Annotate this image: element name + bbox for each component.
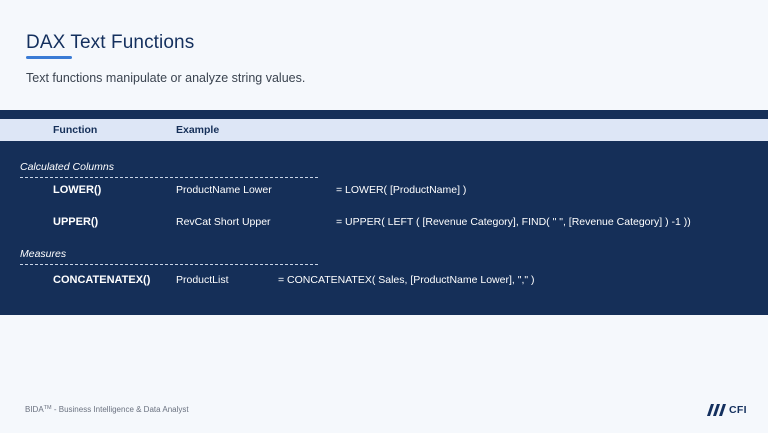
function-lower: LOWER() (53, 184, 102, 196)
section-divider (20, 264, 318, 265)
trademark-mark: TM (43, 405, 52, 411)
footer-caption: - Business Intelligence & Data Analyst (51, 405, 189, 414)
table-header-row: Function Example (0, 119, 768, 141)
slide-title: DAX Text Functions (26, 32, 195, 53)
measure-name: ProductList (176, 274, 229, 286)
footer-text: BIDATM - Business Intelligence & Data An… (25, 405, 189, 414)
footer-brand: BIDA (25, 405, 44, 414)
header-example: Example (176, 124, 220, 136)
cfi-logo: CFI (707, 403, 747, 417)
column-name: RevCat Short Upper (176, 216, 271, 228)
formula: = CONCATENATEX( Sales, [ProductName Lowe… (278, 274, 535, 286)
section-divider (20, 177, 318, 178)
function-concatenatex: CONCATENATEX() (53, 274, 151, 286)
functions-table: Function Example Calculated Columns LOWE… (0, 110, 768, 315)
title-underline (26, 56, 72, 59)
cfi-logo-icon (707, 404, 726, 416)
formula: = LOWER( [ProductName] ) (336, 184, 467, 196)
logo-text: CFI (729, 404, 747, 416)
function-upper: UPPER() (53, 216, 99, 228)
section-label-calculated-columns: Calculated Columns (20, 161, 114, 173)
formula: = UPPER( LEFT ( [Revenue Category], FIND… (336, 216, 691, 228)
section-label-measures: Measures (20, 248, 67, 260)
column-name: ProductName Lower (176, 184, 272, 196)
header-function: Function (53, 124, 98, 136)
slide-subtitle: Text functions manipulate or analyze str… (26, 71, 306, 85)
